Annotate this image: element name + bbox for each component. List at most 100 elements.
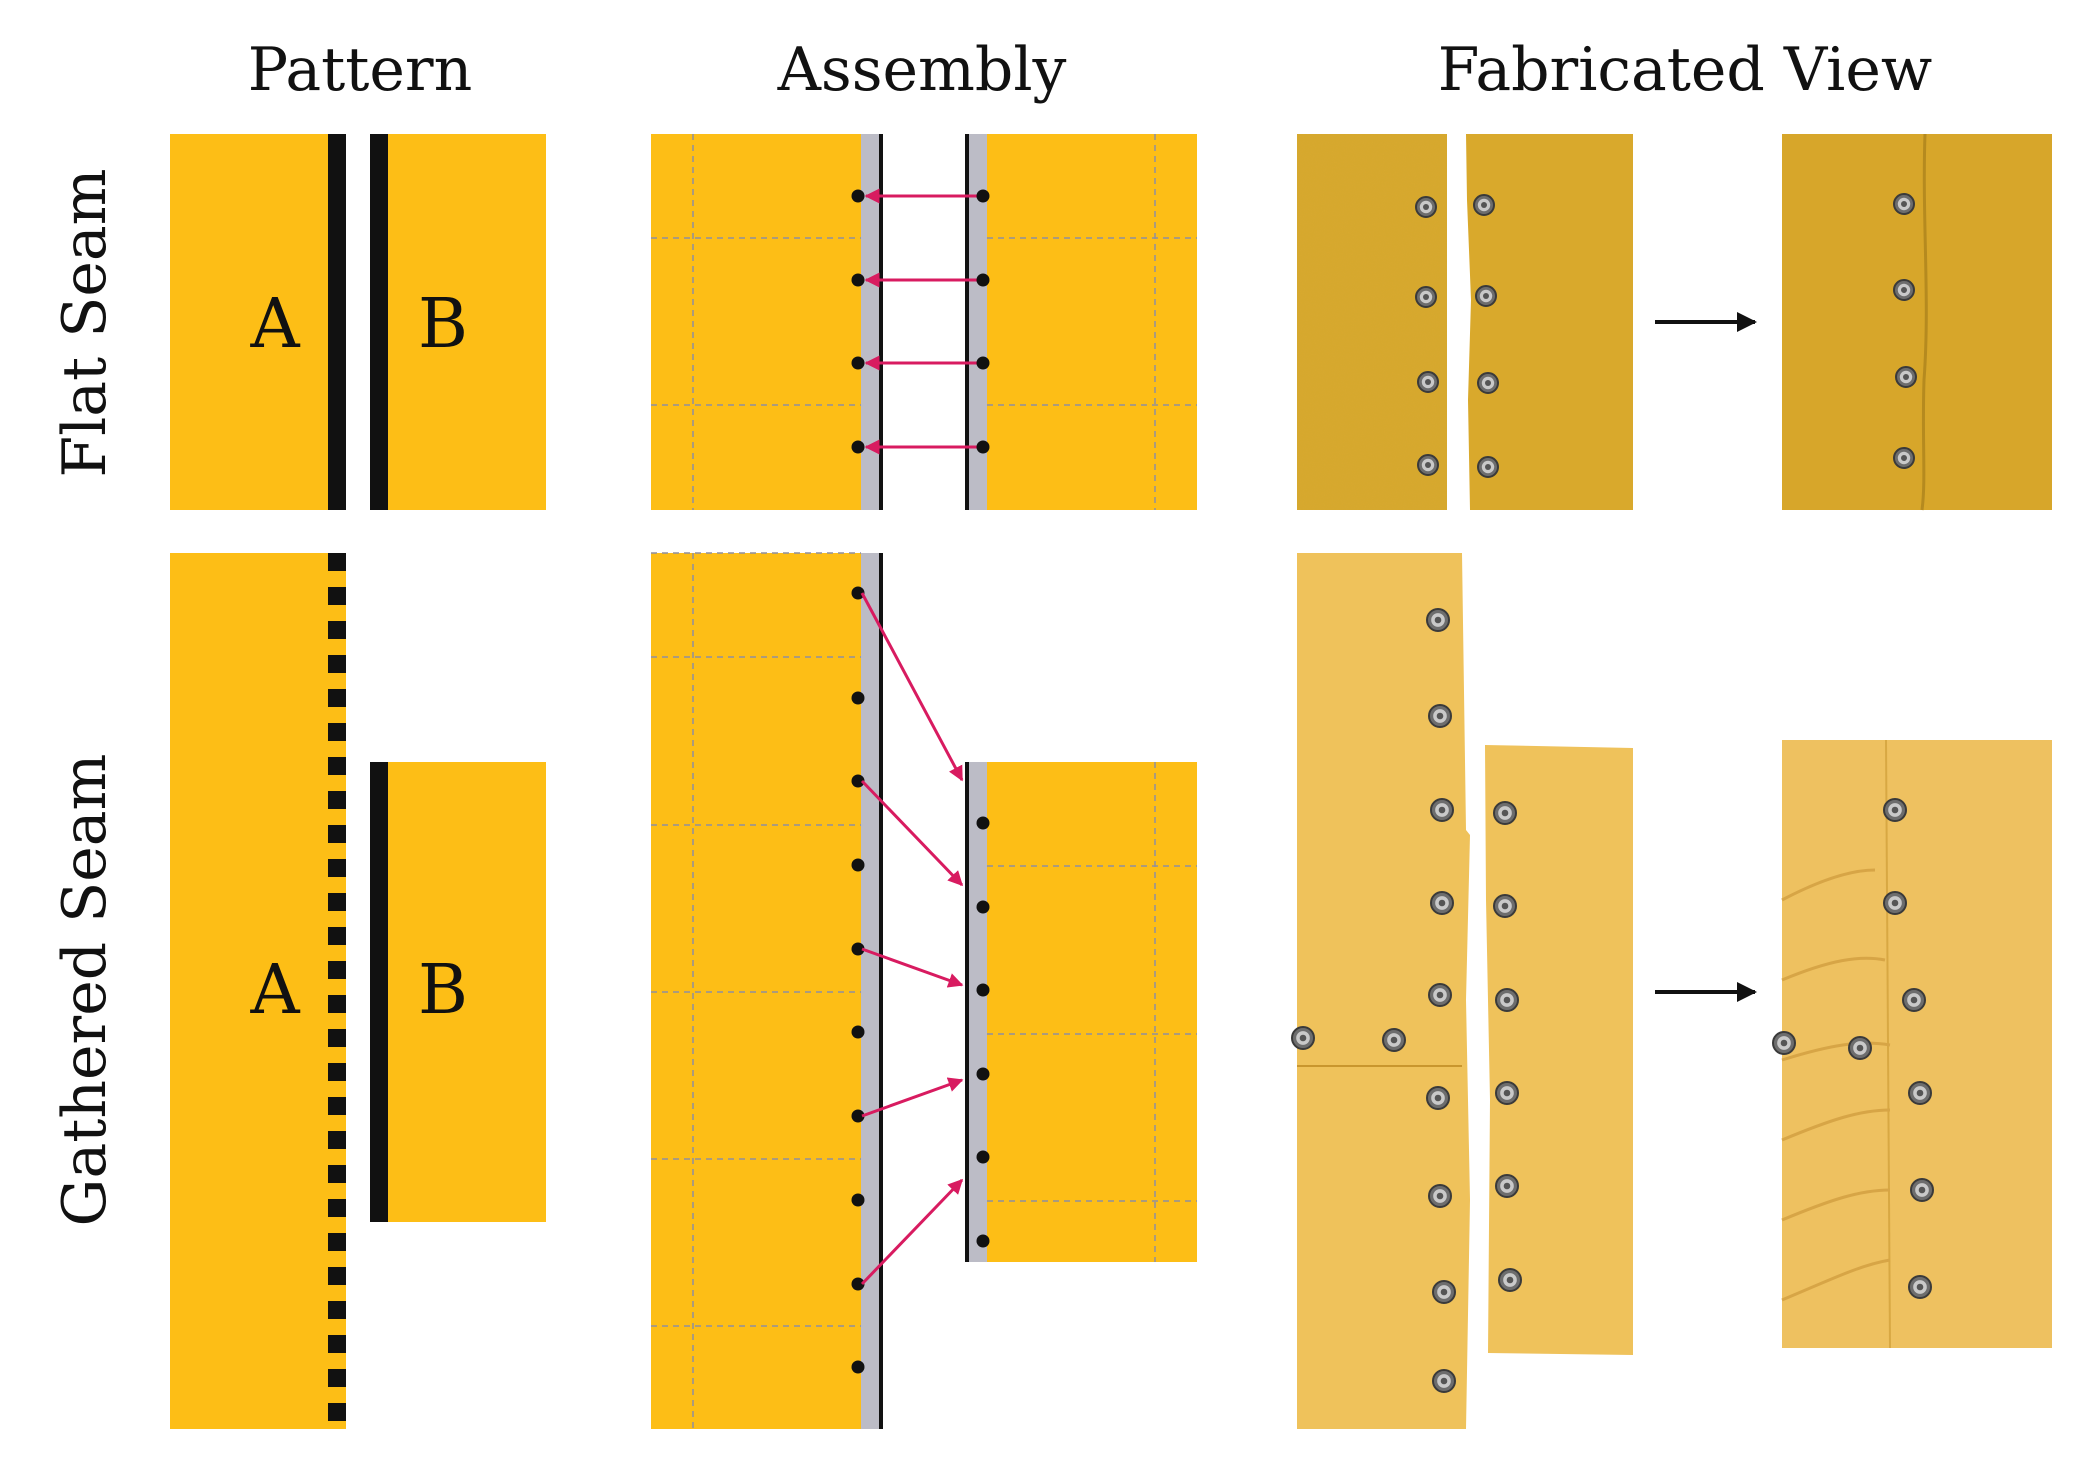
snap-fastener-icon xyxy=(1477,372,1499,394)
pattern-flat-seam-edge-b xyxy=(370,134,388,510)
stitch-dot xyxy=(976,273,990,287)
snap-fastener-icon xyxy=(1475,285,1497,307)
stitch-dot xyxy=(976,356,990,370)
snap-fastener-icon xyxy=(1493,894,1517,918)
dash-segment xyxy=(328,1233,346,1251)
stitch-dot xyxy=(851,691,865,705)
column-title-pattern: Pattern xyxy=(248,35,473,105)
row-title-flat-seam: Flat Seam xyxy=(50,168,120,477)
assembly-gathered-allowance-right xyxy=(967,762,987,1262)
snap-fastener-icon xyxy=(1772,1031,1796,1055)
dash-segment xyxy=(328,757,346,775)
snap-fastener-icon xyxy=(1477,456,1499,478)
snap-fastener-icon xyxy=(1432,1280,1456,1304)
snap-fastener-icon xyxy=(1415,286,1437,308)
snap-fastener-icon xyxy=(1893,279,1915,301)
assembly-flat-right-panel xyxy=(987,134,1197,510)
dash-segment xyxy=(328,1199,346,1217)
snap-fastener-icon xyxy=(1893,193,1915,215)
snap-fastener-icon xyxy=(1908,1275,1932,1299)
fabric-gathered-before-left xyxy=(1297,553,1470,1429)
stitch-dot xyxy=(851,1360,865,1374)
dash-segment xyxy=(328,553,346,571)
snap-fastener-icon xyxy=(1426,1086,1450,1110)
pattern-gathered-piece-a xyxy=(170,553,346,1429)
dash-segment xyxy=(328,1029,346,1047)
assembly-gathered-allowance-left xyxy=(861,553,881,1429)
dash-segment xyxy=(328,1131,346,1149)
assembly-flat-grid xyxy=(651,134,1197,510)
dash-segment xyxy=(328,1369,346,1387)
snap-fastener-icon xyxy=(1291,1026,1315,1050)
stitch-dot xyxy=(851,774,865,788)
assembly-flat-seam xyxy=(651,134,1197,510)
dash-segment xyxy=(328,587,346,605)
snap-fastener-icon xyxy=(1908,1081,1932,1105)
dash-segment xyxy=(328,723,346,741)
fabric-flat-after xyxy=(1782,134,2052,510)
assembly-gathered-seam xyxy=(651,552,1197,1429)
dash-segment xyxy=(328,655,346,673)
snap-fastener-icon xyxy=(1428,1184,1452,1208)
pattern-gathered-seam: A B xyxy=(170,553,546,1429)
row-title-gathered-seam: Gathered Seam xyxy=(50,754,120,1227)
stitch-dot xyxy=(976,816,990,830)
assembly-flat-left-panel xyxy=(651,134,861,510)
dash-segment xyxy=(328,791,346,809)
pattern-gathered-dashed-edge xyxy=(328,553,346,1421)
stitch-dot xyxy=(976,1067,990,1081)
fabricated-gathered-seam xyxy=(1291,553,2052,1429)
assembly-gathered-right-panel xyxy=(987,762,1197,1262)
dash-segment xyxy=(328,1335,346,1353)
stitch-arrow xyxy=(861,1077,964,1118)
stitch-dot xyxy=(976,440,990,454)
stitch-dot xyxy=(851,1025,865,1039)
snap-fastener-icon xyxy=(1493,801,1517,825)
stitch-dot xyxy=(851,942,865,956)
stitch-dot xyxy=(976,983,990,997)
pattern-gathered-label-a: A xyxy=(249,951,300,1030)
snap-fastener-icon xyxy=(1495,1081,1519,1105)
dash-segment xyxy=(328,689,346,707)
pattern-flat-seam: A B xyxy=(170,134,546,510)
snap-fastener-icon xyxy=(1895,366,1917,388)
pattern-flat-piece-b xyxy=(370,134,546,510)
snap-fastener-icon xyxy=(1473,194,1495,216)
stitch-dot xyxy=(976,1234,990,1248)
snap-fastener-icon xyxy=(1495,988,1519,1012)
snap-fastener-icon xyxy=(1415,196,1437,218)
stitch-arrow xyxy=(860,779,964,887)
pattern-flat-seam-edge-a xyxy=(328,134,346,510)
stitch-dot xyxy=(851,1193,865,1207)
pattern-gathered-seam-edge-b xyxy=(370,762,388,1222)
snap-fastener-icon xyxy=(1428,983,1452,1007)
pattern-flat-label-b: B xyxy=(418,285,468,364)
stitch-dot xyxy=(976,900,990,914)
stitch-dot xyxy=(976,189,990,203)
dash-segment xyxy=(328,1097,346,1115)
stitch-arrow xyxy=(861,947,964,988)
snap-fastener-icon xyxy=(1902,988,1926,1012)
snap-fastener-icon xyxy=(1382,1028,1406,1052)
snap-fastener-icon xyxy=(1883,798,1907,822)
assembly-flat-allowance-left xyxy=(861,134,881,510)
snap-fastener-icon xyxy=(1430,798,1454,822)
dash-segment xyxy=(328,1063,346,1081)
stitch-dot xyxy=(851,1109,865,1123)
snap-fastener-icon xyxy=(1883,891,1907,915)
stitch-dot xyxy=(851,189,865,203)
stitch-dot xyxy=(851,273,865,287)
dash-segment xyxy=(328,859,346,877)
snap-fastener-icon xyxy=(1430,891,1454,915)
dash-segment xyxy=(328,1267,346,1285)
stitch-dot xyxy=(851,858,865,872)
column-title-assembly: Assembly xyxy=(777,35,1067,105)
snap-fastener-icon xyxy=(1426,608,1450,632)
snap-fastener-icon xyxy=(1893,447,1915,469)
dash-segment xyxy=(328,893,346,911)
dash-segment xyxy=(328,621,346,639)
snap-fastener-icon xyxy=(1848,1036,1872,1060)
stitch-dot xyxy=(851,1277,865,1291)
dash-segment xyxy=(328,927,346,945)
